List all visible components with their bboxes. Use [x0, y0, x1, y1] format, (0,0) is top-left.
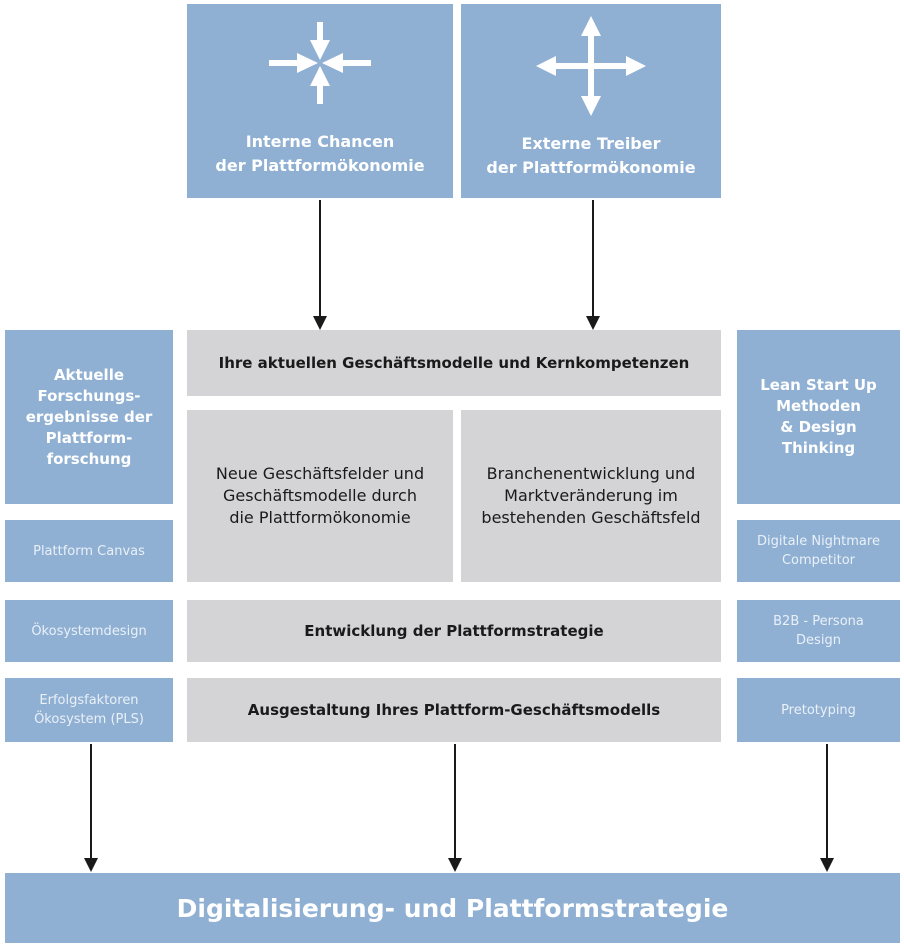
- business-model-design-box: Ausgestaltung Ihres Plattform-Geschäftsm…: [187, 678, 721, 742]
- arrow-head: [313, 316, 327, 330]
- digital-platform-strategy-bar: Digitalisierung- und Plattformstrategie: [5, 873, 900, 943]
- left-item-box: Plattform Canvas: [5, 520, 173, 582]
- industry-development-label: Branchenentwicklung und Marktveränderung…: [481, 464, 701, 527]
- digital-platform-strategy-label: Digitalisierung- und Plattformstrategie: [176, 893, 729, 923]
- lean-startup-box: Lean Start Up Methoden & Design Thinking: [737, 330, 900, 504]
- business-model-design-label: Ausgestaltung Ihres Plattform-Geschäftsm…: [247, 701, 661, 719]
- new-business-fields-box: Neue Geschäftsfelder und Geschäftsmodell…: [187, 410, 453, 582]
- right-item-label: Digitale Nightmare Competitor: [757, 534, 880, 568]
- arrows-outward-icon: [536, 16, 646, 116]
- current-business-models-box: Ihre aktuellen Geschäftsmodelle und Kern…: [187, 330, 721, 396]
- new-business-fields-label: Neue Geschäftsfelder und Geschäftsmodell…: [215, 464, 425, 527]
- research-results-label: Aktuelle Forschungs- ergebnisse der Plat…: [25, 365, 153, 468]
- right-item-label: B2B - Persona Design: [773, 614, 864, 648]
- internal-opportunities-label: Interne Chancen der Plattformökonomie: [215, 132, 425, 175]
- strategy-development-box: Entwicklung der Plattformstrategie: [187, 600, 721, 662]
- strategy-development-label: Entwicklung der Plattformstrategie: [304, 622, 604, 640]
- right-item-box: Pretotyping: [737, 678, 900, 742]
- research-results-box: Aktuelle Forschungs- ergebnisse der Plat…: [5, 330, 173, 504]
- right-item-box: Digitale Nightmare Competitor: [737, 520, 900, 582]
- external-drivers-label: Externe Treiber der Plattformökonomie: [486, 134, 696, 177]
- right-item-box: B2B - Persona Design: [737, 600, 900, 662]
- lean-startup-label: Lean Start Up Methoden & Design Thinking: [760, 376, 877, 457]
- arrow-head: [586, 316, 600, 330]
- arrow-head: [820, 858, 834, 872]
- left-item-label: Ökosystemdesign: [31, 623, 147, 639]
- industry-development-box: Branchenentwicklung und Marktveränderung…: [461, 410, 721, 582]
- arrow-head: [84, 858, 98, 872]
- left-item-box: Erfolgsfaktoren Ökosystem (PLS): [5, 678, 173, 742]
- left-item-label: Plattform Canvas: [33, 543, 145, 559]
- arrow-head: [448, 858, 462, 872]
- internal-opportunities-box: Interne Chancen der Plattformökonomie: [187, 4, 453, 198]
- left-item-label: Erfolgsfaktoren Ökosystem (PLS): [34, 693, 144, 727]
- current-business-models-label: Ihre aktuellen Geschäftsmodelle und Kern…: [218, 354, 690, 372]
- external-drivers-box: Externe Treiber der Plattformökonomie: [461, 4, 721, 198]
- right-item-label: Pretotyping: [781, 702, 856, 718]
- left-item-box: Ökosystemdesign: [5, 600, 173, 662]
- arrows-inward-icon: [269, 22, 371, 104]
